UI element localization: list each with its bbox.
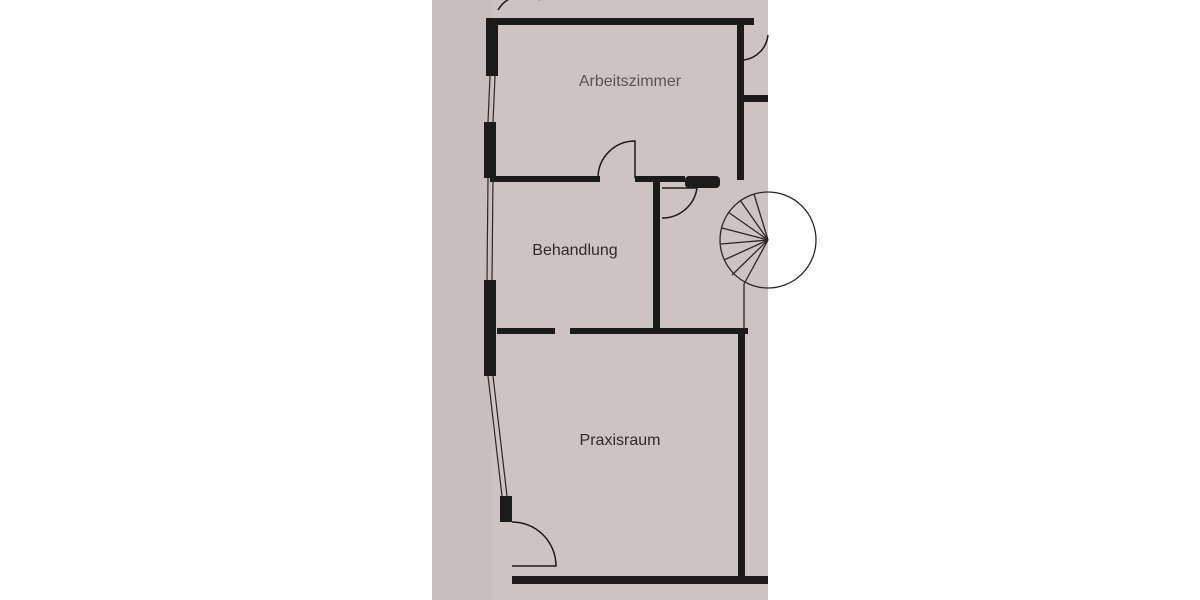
windows (486, 75, 508, 497)
walls (484, 18, 768, 584)
room-label-behandlung: Behandlung (532, 242, 617, 259)
paper-shadow (432, 0, 492, 600)
room-label-arbeitszimmer: Arbeitszimmer (579, 73, 682, 90)
room-label-praxisraum: Praxisraum (580, 432, 661, 449)
doors (497, 0, 769, 567)
spiral-stairs (719, 191, 817, 330)
